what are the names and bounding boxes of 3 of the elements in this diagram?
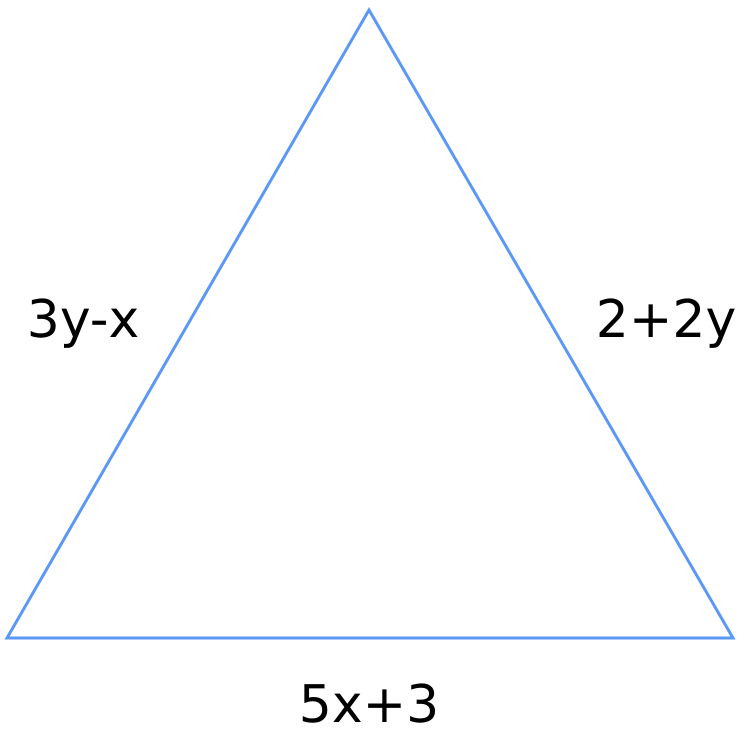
side-label: 5x+3 xyxy=(298,679,440,731)
side-label: 2+2y xyxy=(596,294,736,346)
side-label: 3y-x xyxy=(26,294,140,346)
